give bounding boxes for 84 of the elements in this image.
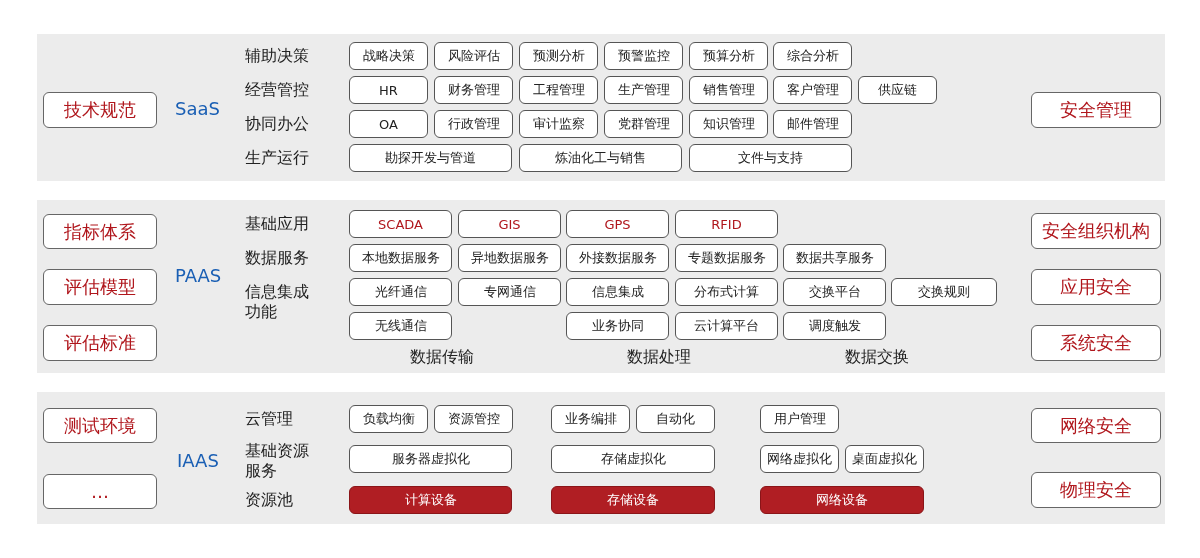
module-box: 用户管理 xyxy=(760,405,839,433)
layer-name: PAAS xyxy=(175,266,223,286)
module-box: 业务协同 xyxy=(566,312,669,340)
module-box: SCADA xyxy=(349,210,452,238)
module-box: 信息集成 xyxy=(566,278,669,306)
category-box: 系统安全 xyxy=(1031,325,1161,361)
module-box: HR xyxy=(349,76,428,104)
module-box: 审计监察 xyxy=(519,110,598,138)
resource-box: 网络设备 xyxy=(760,486,924,514)
category-box: 物理安全 xyxy=(1031,472,1161,508)
layer-name: SaaS xyxy=(175,99,221,119)
module-box: 工程管理 xyxy=(519,76,598,104)
category-box: 安全组织机构 xyxy=(1031,213,1161,249)
resource-box: 计算设备 xyxy=(349,486,512,514)
category-box: 测试环境 xyxy=(43,408,157,443)
module-box: 预测分析 xyxy=(519,42,598,70)
row-label: 经营管控 xyxy=(245,80,310,100)
module-box: 行政管理 xyxy=(434,110,513,138)
module-box: 综合分析 xyxy=(773,42,852,70)
category-box: 技术规范 xyxy=(43,92,157,128)
row-label: 基础应用 xyxy=(245,214,310,234)
module-box: 炼油化工与销售 xyxy=(519,144,682,172)
module-box: 党群管理 xyxy=(604,110,683,138)
row-label: 数据服务 xyxy=(245,248,310,268)
layer-panel xyxy=(37,392,1165,524)
row-label: 生产运行 xyxy=(245,148,310,168)
module-box: 风险评估 xyxy=(434,42,513,70)
module-box: 专题数据服务 xyxy=(675,244,778,272)
module-box: 桌面虚拟化 xyxy=(845,445,924,473)
category-box: 指标体系 xyxy=(43,214,157,249)
category-box: 安全管理 xyxy=(1031,92,1161,128)
module-box: GIS xyxy=(458,210,561,238)
module-box: 外接数据服务 xyxy=(566,244,669,272)
resource-box: 存储设备 xyxy=(551,486,715,514)
module-box: 交换平台 xyxy=(783,278,886,306)
module-box: 财务管理 xyxy=(434,76,513,104)
row-label: 协同办公 xyxy=(245,114,310,134)
module-box: GPS xyxy=(566,210,669,238)
module-box: 战略决策 xyxy=(349,42,428,70)
module-box: 云计算平台 xyxy=(675,312,778,340)
module-box: 客户管理 xyxy=(773,76,852,104)
module-box: 资源管控 xyxy=(434,405,513,433)
row-label: 资源池 xyxy=(245,490,294,510)
module-box: 存储虚拟化 xyxy=(551,445,715,473)
layer-name: IAAS xyxy=(177,451,220,471)
row-label: 云管理 xyxy=(245,409,294,429)
module-box: 交换规则 xyxy=(891,278,997,306)
category-box: 网络安全 xyxy=(1031,408,1161,443)
module-box: 勘探开发与管道 xyxy=(349,144,512,172)
module-box: 业务编排 xyxy=(551,405,630,433)
module-box: 预警监控 xyxy=(604,42,683,70)
module-box: RFID xyxy=(675,210,778,238)
row-label: 基础资源服务 xyxy=(245,441,310,481)
layer-panel xyxy=(37,200,1165,373)
category-box: 应用安全 xyxy=(1031,269,1161,305)
column-label: 数据传输 xyxy=(410,347,475,367)
module-box: 本地数据服务 xyxy=(349,244,452,272)
module-box: 分布式计算 xyxy=(675,278,778,306)
category-box: 评估标准 xyxy=(43,325,157,361)
module-box: OA xyxy=(349,110,428,138)
module-box: 光纤通信 xyxy=(349,278,452,306)
module-box: 调度触发 xyxy=(783,312,886,340)
module-box: 知识管理 xyxy=(689,110,768,138)
module-box: 负载均衡 xyxy=(349,405,428,433)
module-box: 供应链 xyxy=(858,76,937,104)
module-box: 服务器虚拟化 xyxy=(349,445,512,473)
module-box: 自动化 xyxy=(636,405,715,433)
module-box: 专网通信 xyxy=(458,278,561,306)
module-box: 邮件管理 xyxy=(773,110,852,138)
category-box: … xyxy=(43,474,157,509)
column-label: 数据交换 xyxy=(845,347,910,367)
module-box: 销售管理 xyxy=(689,76,768,104)
layer-panel xyxy=(37,34,1165,181)
row-label: 信息集成功能 xyxy=(245,282,310,322)
category-box: 评估模型 xyxy=(43,269,157,305)
module-box: 数据共享服务 xyxy=(783,244,886,272)
module-box: 网络虚拟化 xyxy=(760,445,839,473)
module-box: 文件与支持 xyxy=(689,144,852,172)
module-box: 生产管理 xyxy=(604,76,683,104)
module-box: 无线通信 xyxy=(349,312,452,340)
row-label: 辅助决策 xyxy=(245,46,310,66)
column-label: 数据处理 xyxy=(627,347,692,367)
module-box: 异地数据服务 xyxy=(458,244,561,272)
module-box: 预算分析 xyxy=(689,42,768,70)
